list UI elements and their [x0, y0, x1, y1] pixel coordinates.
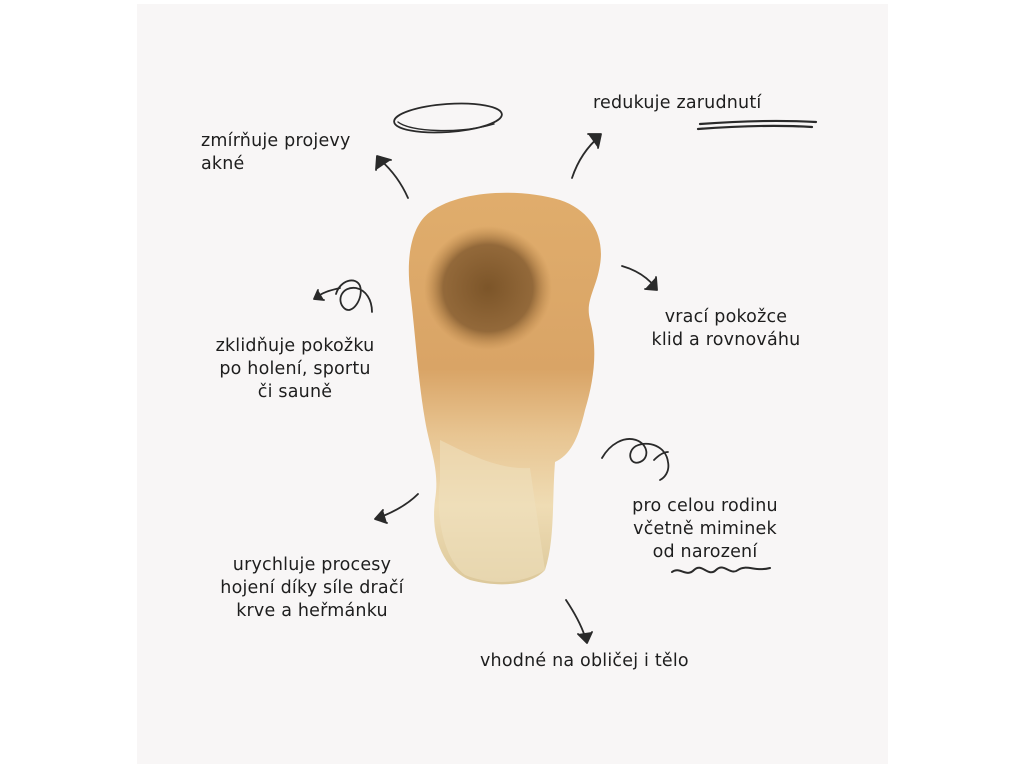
circle-scribble-icon	[393, 102, 503, 134]
benefit-family: pro celou rodinu včetně miminek od naroz…	[632, 496, 778, 562]
arrow-icon	[374, 493, 419, 524]
benefit-face-body: vhodné na obličej i tělo	[480, 651, 689, 671]
squiggle-icon	[601, 438, 670, 481]
arrow-icon	[565, 599, 593, 644]
benefit-healing: urychluje procesy hojení díky síle dračí…	[220, 555, 404, 621]
arrow-icon	[621, 265, 658, 291]
benefit-acne-prefix: zmírňuje projevy	[201, 131, 351, 151]
benefit-acne: zmírňuje projevy akné	[201, 107, 351, 176]
circle-scribble-icon	[397, 121, 495, 132]
benefit-acne-word: akné	[201, 154, 245, 174]
benefit-soothe: zklidňuje pokožku po holení, sportu či s…	[215, 336, 375, 402]
underline-scribble-icon	[696, 119, 818, 131]
balm-dark-center	[424, 226, 552, 350]
underline-scribble-icon	[671, 566, 771, 574]
arrow-icon	[571, 133, 602, 179]
benefit-redness: redukuje zarudnutí	[593, 93, 762, 113]
benefit-balance: vrací pokožce klid a rovnováhu	[651, 307, 801, 350]
arrow-icon	[375, 155, 409, 199]
squiggle-icon	[313, 279, 373, 313]
